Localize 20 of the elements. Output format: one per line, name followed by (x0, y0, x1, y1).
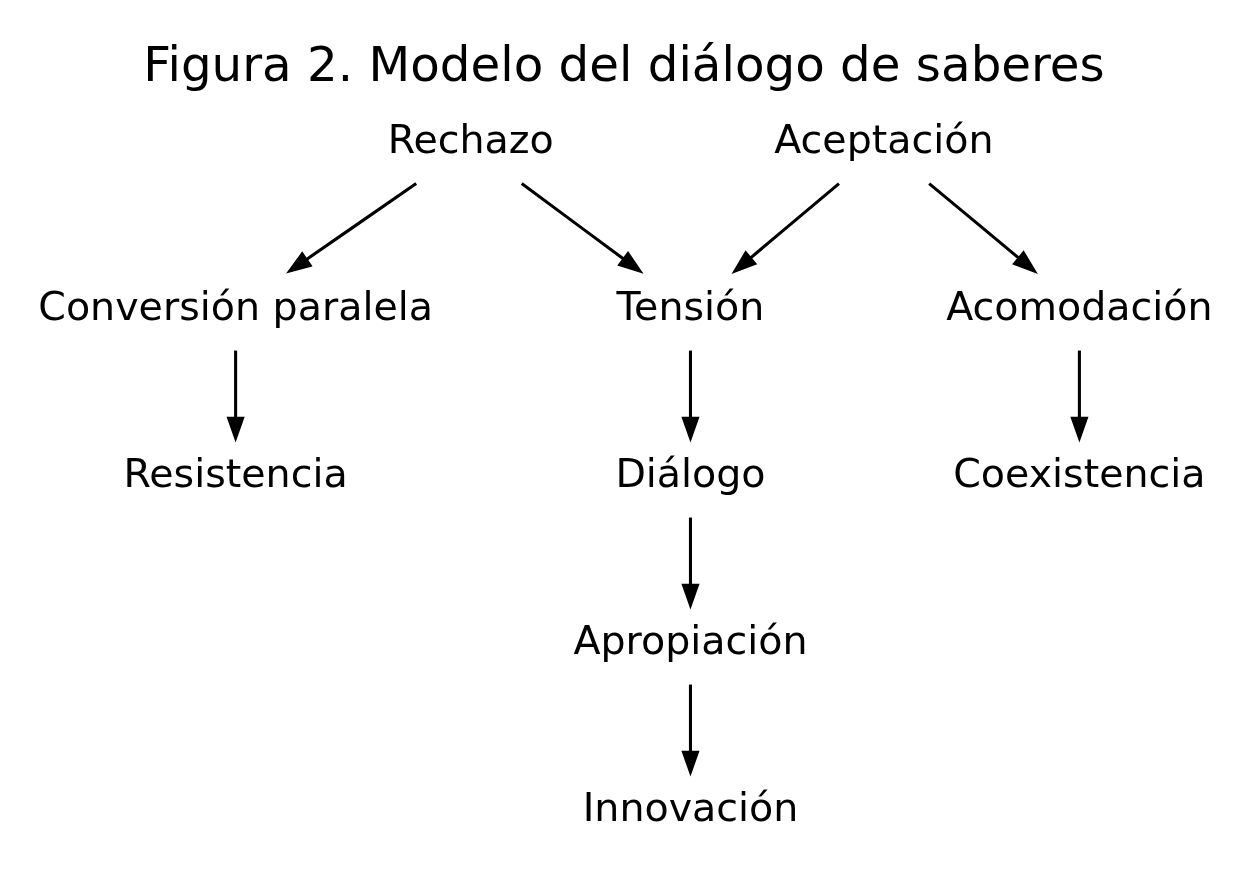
diagram-title: Figura 2. Modelo del diálogo de saberes (143, 35, 1105, 92)
node-text: Conversión paralela (38, 282, 433, 329)
arrow (520, 181, 644, 274)
node-text: Aceptación (774, 115, 994, 162)
arrow (681, 517, 700, 610)
node-text: Acomodación (946, 282, 1213, 329)
arrow (286, 181, 418, 274)
arrow (681, 350, 700, 443)
node-text: Diálogo (615, 449, 766, 496)
node-text: Tensión (616, 282, 765, 329)
arrow (731, 181, 840, 274)
arrow (226, 350, 245, 443)
node-text: Rechazo (387, 115, 554, 162)
arrow (1070, 350, 1089, 443)
arrow (928, 181, 1038, 274)
node-text: Apropiación (573, 616, 808, 663)
node-text: Resistencia (123, 449, 348, 496)
node-text: Coexistencia (953, 449, 1206, 496)
node-text: Innovación (582, 783, 799, 830)
arrow (681, 684, 700, 777)
